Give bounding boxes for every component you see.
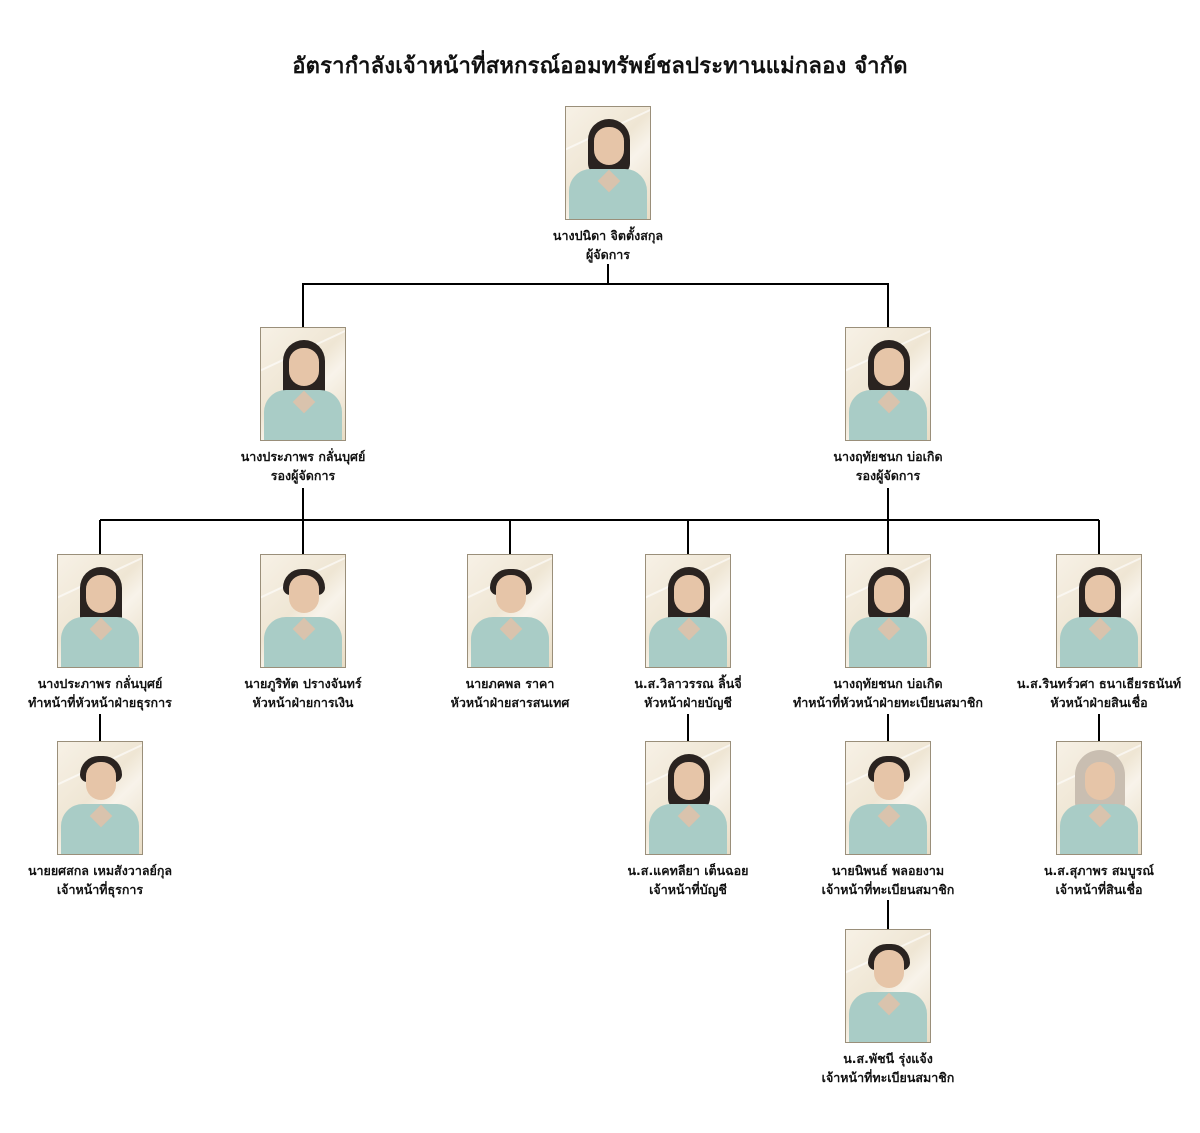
head-card-4: น.ส.วิลาวรรณ ลิ้นจี่ หัวหน้าฝ่ายบัญชี bbox=[568, 554, 808, 712]
head-photo-6 bbox=[1056, 554, 1142, 668]
head-name-1: นางประภาพร กลั่นบุศย์ bbox=[37, 676, 163, 691]
staff-role-1: เจ้าหน้าที่ธุรการ bbox=[56, 882, 144, 897]
page-title: อัตรากำลังเจ้าหน้าที่สหกรณ์ออมทรัพย์ชลปร… bbox=[292, 54, 908, 79]
manager-name: นางปนิดา จิตตั้งสกุล bbox=[552, 228, 664, 243]
head-role-2: หัวหน้าฝ่ายการเงิน bbox=[252, 695, 354, 710]
staff-photo-1 bbox=[57, 741, 143, 855]
head-name-3: นายภคพล ราคา bbox=[465, 676, 555, 691]
deputy-name-2: นางฤทัยชนก บ่อเกิด bbox=[833, 449, 943, 464]
staff-card-3: นายนิพนธ์ พลอยงาม เจ้าหน้าที่ทะเบียนสมาช… bbox=[768, 741, 1008, 899]
deputy-card-1: นางประภาพร กลั่นบุศย์ รองผู้จัดการ bbox=[183, 327, 423, 485]
head-name-6: น.ส.รินทร์วศา ธนาเธียรธนันท์ bbox=[1016, 676, 1182, 691]
staff-role-2: เจ้าหน้าที่บัญชี bbox=[649, 882, 727, 897]
staff-photo-2 bbox=[645, 741, 731, 855]
head-card-1: นางประภาพร กลั่นบุศย์ ทำหน้าที่หัวหน้าฝ่… bbox=[0, 554, 220, 712]
staff-role-4: เจ้าหน้าที่สินเชื่อ bbox=[1055, 882, 1143, 897]
staff-name-4: น.ส.สุภาพร สมบูรณ์ bbox=[1044, 863, 1154, 878]
staff-card-4: น.ส.สุภาพร สมบูรณ์ เจ้าหน้าที่สินเชื่อ bbox=[979, 741, 1200, 899]
staff-photo-3 bbox=[845, 741, 931, 855]
staff-photo-4 bbox=[1056, 741, 1142, 855]
staff-card-2: น.ส.แคทลียา เต็นฉอย เจ้าหน้าที่บัญชี bbox=[568, 741, 808, 899]
head-card-3: นายภคพล ราคา หัวหน้าฝ่ายสารสนเทศ bbox=[390, 554, 630, 712]
head-role-3: หัวหน้าฝ่ายสารสนเทศ bbox=[450, 695, 570, 710]
deputy-card-2: นางฤทัยชนก บ่อเกิด รองผู้จัดการ bbox=[768, 327, 1008, 485]
staff-name-2: น.ส.แคทลียา เต็นฉอย bbox=[627, 863, 749, 878]
head-photo-2 bbox=[260, 554, 346, 668]
head-card-5: นางฤทัยชนก บ่อเกิด ทำหน้าที่หัวหน้าฝ่ายท… bbox=[768, 554, 1008, 712]
head-role-4: หัวหน้าฝ่ายบัญชี bbox=[644, 695, 732, 710]
staff-card-1: นายยศสกล เหมสังวาลย์กุล เจ้าหน้าที่ธุรกา… bbox=[0, 741, 220, 899]
manager-role: ผู้จัดการ bbox=[585, 247, 631, 262]
staff-name-3: นายนิพนธ์ พลอยงาม bbox=[831, 863, 945, 878]
staff-name-5: น.ส.พัชนี รุ่งแจ้ง bbox=[843, 1051, 933, 1066]
head-photo-4 bbox=[645, 554, 731, 668]
head-photo-3 bbox=[467, 554, 553, 668]
head-card-6: น.ส.รินทร์วศา ธนาเธียรธนันท์ หัวหน้าฝ่าย… bbox=[979, 554, 1200, 712]
deputy-role-1: รองผู้จัดการ bbox=[270, 468, 336, 483]
staff-card-5: น.ส.พัชนี รุ่งแจ้ง เจ้าหน้าที่ทะเบียนสมา… bbox=[768, 929, 1008, 1087]
manager-card: นางปนิดา จิตตั้งสกุล ผู้จัดการ bbox=[488, 106, 728, 264]
staff-role-5: เจ้าหน้าที่ทะเบียนสมาชิก bbox=[821, 1070, 955, 1085]
head-role-6: หัวหน้าฝ่ายสินเชื่อ bbox=[1050, 695, 1148, 710]
connector-manager-deputies bbox=[302, 264, 609, 328]
head-photo-5 bbox=[845, 554, 931, 668]
staff-name-1: นายยศสกล เหมสังวาลย์กุล bbox=[27, 863, 173, 878]
head-role-1: ทำหน้าที่หัวหน้าฝ่ายธุรการ bbox=[28, 695, 172, 710]
deputy-photo-2 bbox=[845, 327, 931, 441]
head-name-5: นางฤทัยชนก บ่อเกิด bbox=[833, 676, 943, 691]
head-card-2: นายภูริทัต ปรางจันทร์ หัวหน้าฝ่ายการเงิน bbox=[183, 554, 423, 712]
head-name-2: นายภูริทัต ปรางจันทร์ bbox=[244, 676, 362, 691]
head-role-5: ทำหน้าที่หัวหน้าฝ่ายทะเบียนสมาชิก bbox=[792, 695, 983, 710]
deputy-role-2: รองผู้จัดการ bbox=[855, 468, 921, 483]
staff-role-3: เจ้าหน้าที่ทะเบียนสมาชิก bbox=[821, 882, 955, 897]
head-photo-1 bbox=[57, 554, 143, 668]
staff-photo-5 bbox=[845, 929, 931, 1043]
head-name-4: น.ส.วิลาวรรณ ลิ้นจี่ bbox=[634, 676, 742, 691]
connector-manager-deputy-right bbox=[608, 283, 889, 328]
deputy-name-1: นางประภาพร กลั่นบุศย์ bbox=[240, 449, 366, 464]
manager-photo bbox=[565, 106, 651, 220]
deputy-photo-1 bbox=[260, 327, 346, 441]
